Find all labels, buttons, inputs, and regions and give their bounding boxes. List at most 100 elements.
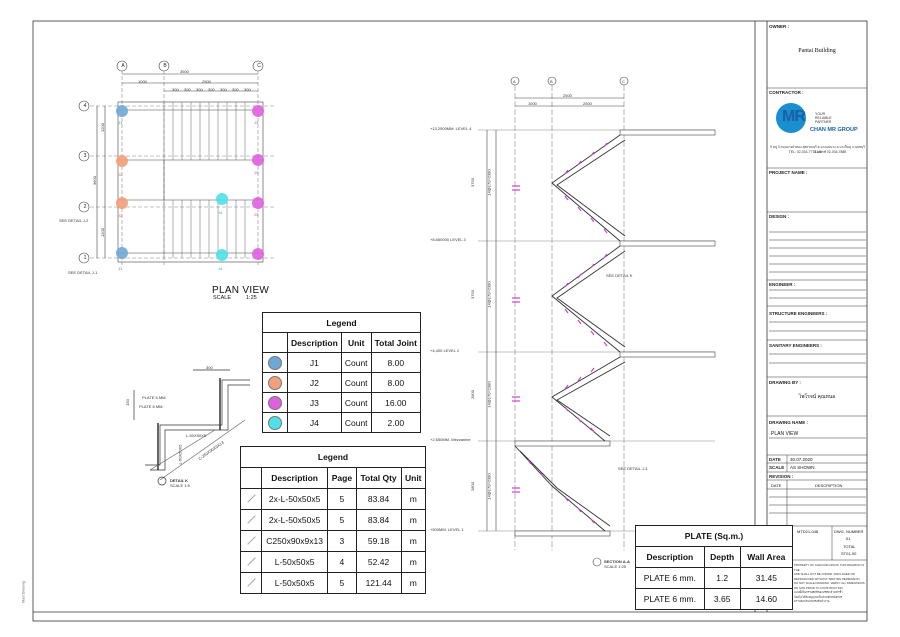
legend-member-qty: 59.18 — [355, 530, 402, 552]
section-dim: 1000 — [528, 101, 537, 106]
plate-desc: PLATE 6 mm. — [635, 588, 705, 610]
legend-members-header: Page — [327, 467, 357, 489]
table-row: J3 Count 16.00 — [262, 392, 422, 413]
section-grid-label: C — [622, 79, 625, 84]
joint-tag-j1: J1 — [118, 120, 123, 125]
plan-dim: 300 — [208, 87, 215, 92]
legend-joints-table: Legend Description Unit Total Joint J1 C… — [262, 312, 422, 433]
detail-k-dim: 150 — [124, 399, 130, 406]
legend-member-qty: 83.84 — [355, 509, 402, 531]
legend-members-header: Unit — [400, 467, 427, 489]
section-grid-label: A — [513, 79, 516, 84]
legend-member-desc: 2x-L-50x50x5 — [260, 488, 329, 510]
line-swatch-icon — [247, 536, 256, 545]
detail-k-label: PLATE 6 MM. — [139, 404, 164, 409]
line-swatch-icon — [247, 515, 256, 524]
table-row: PLATE 6 mm. 3.65 14.60 — [635, 588, 794, 610]
scale-label: SCALE — [769, 465, 785, 470]
table-row: PLATE 6 mm. 1.2 31.45 — [635, 567, 794, 589]
plan-dim: 300 — [220, 87, 227, 92]
plate-header: Wall Area — [739, 546, 794, 568]
legend-joint-unit: Count — [340, 412, 372, 433]
section-riser-note: 14@170=2380 — [486, 381, 492, 408]
plan-title: PLAN VIEW — [212, 285, 270, 296]
plan-dim: 300 — [232, 87, 239, 92]
total-value: ST01-00 — [841, 551, 857, 556]
project-label: PROJECT NAME : — [769, 170, 808, 175]
plate-depth: 3.65 — [703, 588, 741, 610]
logo-tagline: YOUR RELIABLE PARTNER — [815, 112, 832, 124]
joint-tag-j3: J3 — [254, 212, 259, 217]
legend-joints-header: Description — [287, 332, 342, 353]
logo-tag: YOUR — [815, 112, 826, 116]
legend-joint-unit: Count — [340, 392, 372, 413]
legend-joint-desc: J3 — [287, 392, 342, 413]
legend-joint-desc: J2 — [287, 372, 342, 393]
title-block-notes: PROPERTY OF CHAN MR GROUP. THIS DRAWING … — [794, 563, 866, 604]
section-note: SEE DETAIL K — [606, 273, 633, 278]
company-phone: TEL: 02-034-7777 แฟกซ์ 02-034-7888 — [788, 150, 847, 154]
detail-k — [133, 369, 250, 486]
date-label: DATE — [769, 457, 781, 462]
section-riser-note: 2800 — [469, 390, 475, 399]
side-label: Main Drawing — [21, 581, 26, 603]
plate-depth: 1.2 — [703, 567, 741, 589]
section-riser-note: 2800 — [469, 482, 475, 491]
section-level: +8,650000 LEVEL 3 — [430, 237, 466, 242]
legend-member-desc: L-50x50x5 — [260, 551, 329, 573]
legend-member-page: 5 — [327, 572, 357, 594]
legend-member-qty: 121.44 — [355, 572, 402, 594]
legend-member-unit: m — [400, 530, 427, 552]
line-swatch-icon — [247, 494, 256, 503]
joint-tag-j4: J4 — [218, 266, 223, 271]
legend-member-unit: m — [400, 488, 427, 510]
joint-tag-j4: J4 — [218, 210, 223, 215]
section-title: SECTION A-A — [604, 559, 630, 564]
plan-grid-bubbles — [78, 60, 264, 264]
plan-scale-label: SCALE — [213, 295, 232, 301]
plate-table-title: PLATE (Sq.m.) — [635, 525, 793, 547]
legend-member-page: 4 — [327, 551, 357, 573]
revision-date-header: DATE — [771, 483, 782, 488]
drawing-by-label: DRAWING BY : — [769, 380, 801, 385]
legend-member-desc: L-50x50x5 — [260, 572, 329, 594]
plan-dim: 1000 — [138, 79, 147, 84]
plan-view — [90, 70, 275, 265]
logo-text: MR — [782, 108, 806, 125]
contractor-label: CONTRACTOR : — [769, 90, 804, 95]
note-line: ตรวจสอบขนาดจริงที่หน้างาน — [794, 599, 830, 603]
table-row: J1 Count 8.00 — [262, 352, 422, 373]
section-riser-note: 14@170=2380 — [486, 473, 492, 500]
line-swatch-icon — [247, 557, 256, 566]
plan-dim: 300 — [172, 87, 179, 92]
legend-member-qty: 83.84 — [355, 488, 402, 510]
legend-joints-title: Legend — [262, 312, 421, 333]
revision-label: REVISION : — [769, 474, 794, 479]
legend-joint-unit: Count — [340, 372, 372, 393]
plan-note: SEE DETAIL J-1 — [68, 270, 98, 275]
note-line: ON SITE PRIOR TO CONSTRUCTION — [794, 585, 843, 590]
company-address: 9 หมู่ 3 ถนนบางบัวทอง-สุพรรณบุรี ต.บางแม… — [770, 145, 865, 154]
plan-dim: 300 — [196, 87, 203, 92]
legend-joint-total: 2.00 — [370, 412, 422, 433]
legend-member-page: 3 — [327, 530, 357, 552]
drawing-by-value: ไพโรจน์ คุณหนอ — [798, 394, 836, 400]
legend-joint-total: 8.00 — [370, 352, 422, 373]
table-row: J2 Count 8.00 — [262, 372, 422, 393]
note-line: แบบนี้เป็นกรรมสิทธิ์ของบริษัท ห้ามทำซ้ำ — [794, 590, 843, 594]
legend-joints-header: Total Joint — [370, 332, 422, 353]
plan-dim: 3600 — [91, 176, 97, 185]
section-level: +13,2500MM. LEVEL 4 — [430, 126, 472, 131]
table-row: L-50x50x5 5 121.44 m — [240, 572, 427, 594]
section-level: +4,400 LEVEL 2 — [430, 348, 460, 353]
legend-member-desc: C250x90x9x13 — [260, 530, 329, 552]
logo-tag: PARTNER — [815, 120, 832, 124]
detail-k-title: DETAIL K — [170, 478, 189, 483]
sanitary-label: SANITARY ENGINEERS : — [769, 343, 822, 348]
plan-grid-label: 1 — [83, 255, 87, 261]
table-row: C250x90x9x13 3 59.18 m — [240, 530, 427, 552]
detail-k-label: L-50X50X5 — [186, 433, 207, 438]
joint-swatch-icon — [268, 355, 282, 370]
